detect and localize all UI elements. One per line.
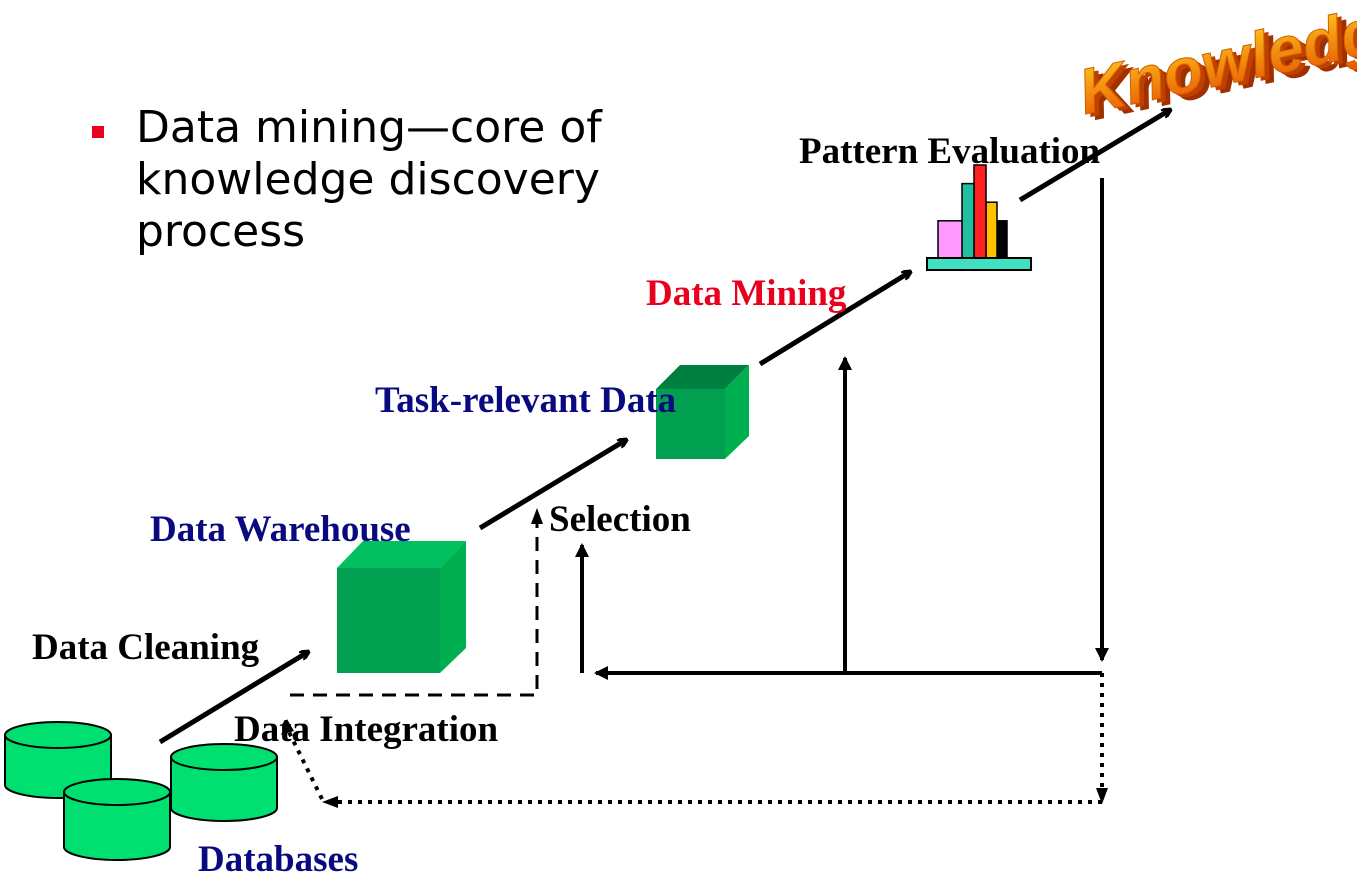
label-data-warehouse: Data Warehouse [150, 509, 411, 550]
databases-icon [4, 721, 278, 861]
arrow-warehouse-to-task-data [478, 440, 626, 531]
task-relevant-data-cube-icon [656, 365, 749, 459]
label-databases: Databases [198, 839, 359, 880]
label-data-mining: Data Mining [646, 273, 847, 314]
dotted-return-arrow [281, 673, 1108, 808]
bullet-marker-icon [92, 126, 104, 138]
database-cylinder-2 [170, 743, 278, 822]
data-warehouse-cube-icon [337, 541, 466, 673]
label-pattern-evaluation: Pattern Evaluation [799, 131, 1101, 172]
feedback-loop [575, 178, 1109, 680]
bullet-line-2: knowledge discovery [136, 154, 600, 205]
database-cylinder-3 [63, 778, 171, 861]
bullet-line-1: Data mining—core of [136, 102, 602, 153]
chart-icon-bar-4 [985, 201, 998, 259]
chart-icon-bar-2 [961, 182, 975, 259]
arrow-databases-to-warehouse [158, 652, 308, 745]
bullet-text: Data mining—core of knowledge discovery … [136, 102, 602, 258]
label-data-integration: Data Integration [234, 709, 499, 750]
arrow-evaluation-to-knowledge [1018, 110, 1170, 203]
chart-icon-bar-3 [973, 164, 987, 259]
arrow-task-data-to-mining [758, 272, 910, 367]
chart-icon-base [926, 257, 1032, 271]
chart-icon-bar-5 [996, 220, 1008, 259]
label-selection: Selection [549, 499, 691, 540]
dashed-integration-arrow [290, 508, 543, 697]
database-cylinder-1 [4, 721, 112, 799]
knowledge-title: Knowledge Knowledge Knowledge [1072, 0, 1357, 134]
bullet-line-3: process [136, 206, 306, 257]
chart-icon-bar-1 [937, 220, 963, 259]
label-data-cleaning: Data Cleaning [32, 627, 260, 668]
bar-chart-icon [926, 164, 1032, 271]
label-task-relevant-data: Task-relevant Data [375, 380, 677, 421]
